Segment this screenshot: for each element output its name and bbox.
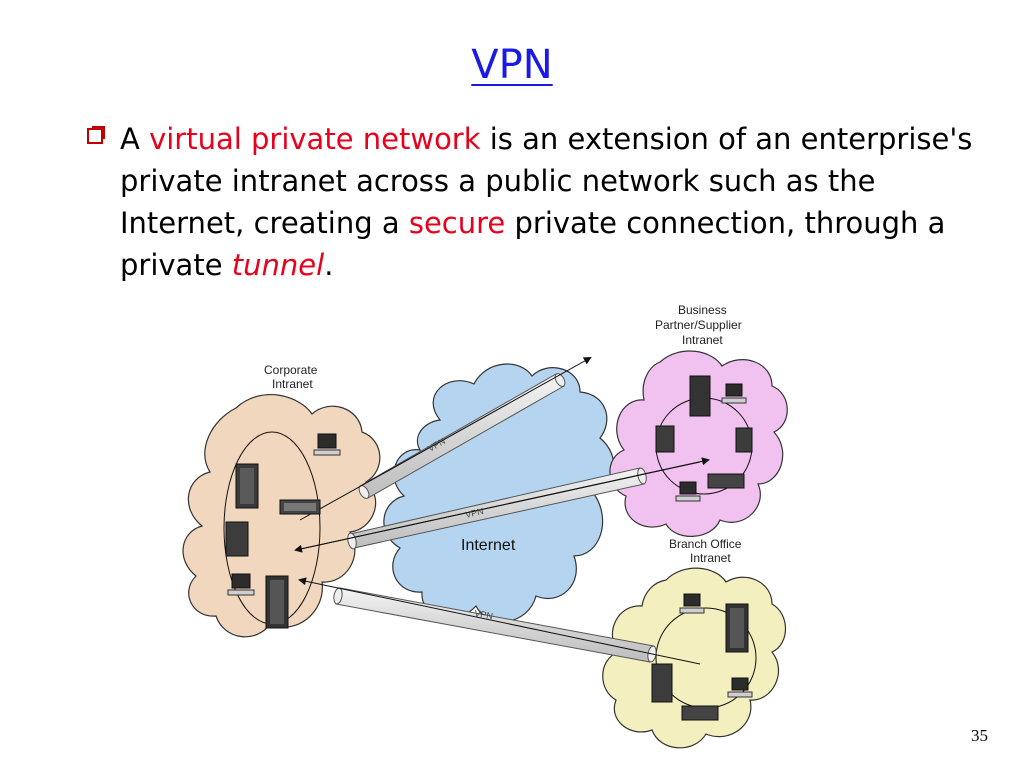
vpn-tunnel-3: VPN: [298, 577, 701, 665]
partner-label-line3: Intranet: [682, 333, 723, 347]
partner-server-icon: [689, 375, 711, 417]
hollow-square-bullet-icon: [87, 126, 105, 144]
branch-pc-icon: [651, 663, 673, 703]
branch-network-box-icon: [681, 705, 719, 721]
branch-desktop-icon-1: [679, 593, 705, 614]
corporate-label-line1: Corporate: [264, 363, 318, 377]
partner-pc-icon-2: [735, 427, 753, 453]
page-number: 35: [971, 726, 988, 745]
corporate-mainframe-icon: [265, 575, 289, 629]
highlight-virtual-private-network: virtual private network: [149, 122, 481, 156]
highlight-secure: secure: [408, 206, 506, 240]
vpn-label-2: VPN: [464, 506, 484, 520]
partner-desktop-icon-2: [675, 481, 701, 502]
branch-server-icon: [725, 603, 749, 653]
partner-network-box-icon: [707, 473, 745, 489]
internet-label: Internet: [461, 537, 516, 554]
vpn-tunnel-2: VPN: [294, 457, 710, 553]
vpn-tunnel-1: VPN: [299, 357, 592, 521]
partner-desktop-icon-1: [721, 383, 747, 404]
bullet-text: A virtual private network is an extensio…: [120, 118, 980, 286]
branch-desktop-icon-2: [727, 677, 753, 698]
corporate-desktop-icon-2: [227, 573, 255, 596]
partner-pc-icon-1: [655, 425, 675, 453]
branch-label-line1: Branch Office: [669, 537, 742, 551]
bullet-text-part-4: .: [324, 248, 334, 282]
corporate-label-line2: Intranet: [272, 377, 313, 391]
partner-label-line2: Partner/Supplier: [655, 318, 742, 332]
highlight-tunnel: tunnel: [231, 248, 325, 282]
partner-cloud: [609, 350, 788, 537]
vpn-label-3: VPN: [474, 608, 494, 621]
bullet-text-part-3: private connection, through a private: [120, 206, 946, 282]
partner-label-line1: Business: [678, 303, 727, 317]
slide-title: VPN: [471, 42, 553, 88]
corporate-desktop-icon-1: [313, 433, 341, 456]
branch-label-line2: Intranet: [690, 551, 731, 565]
corporate-pc-tower-icon: [225, 521, 249, 557]
internet-cloud: [383, 363, 615, 623]
bullet-text-part-2: is an extension of an enterprise's priva…: [120, 122, 973, 240]
bullet-text-part-1: A: [120, 122, 150, 156]
corporate-network-box-icon: [279, 499, 321, 515]
corporate-server-tower-icon: [235, 463, 259, 509]
